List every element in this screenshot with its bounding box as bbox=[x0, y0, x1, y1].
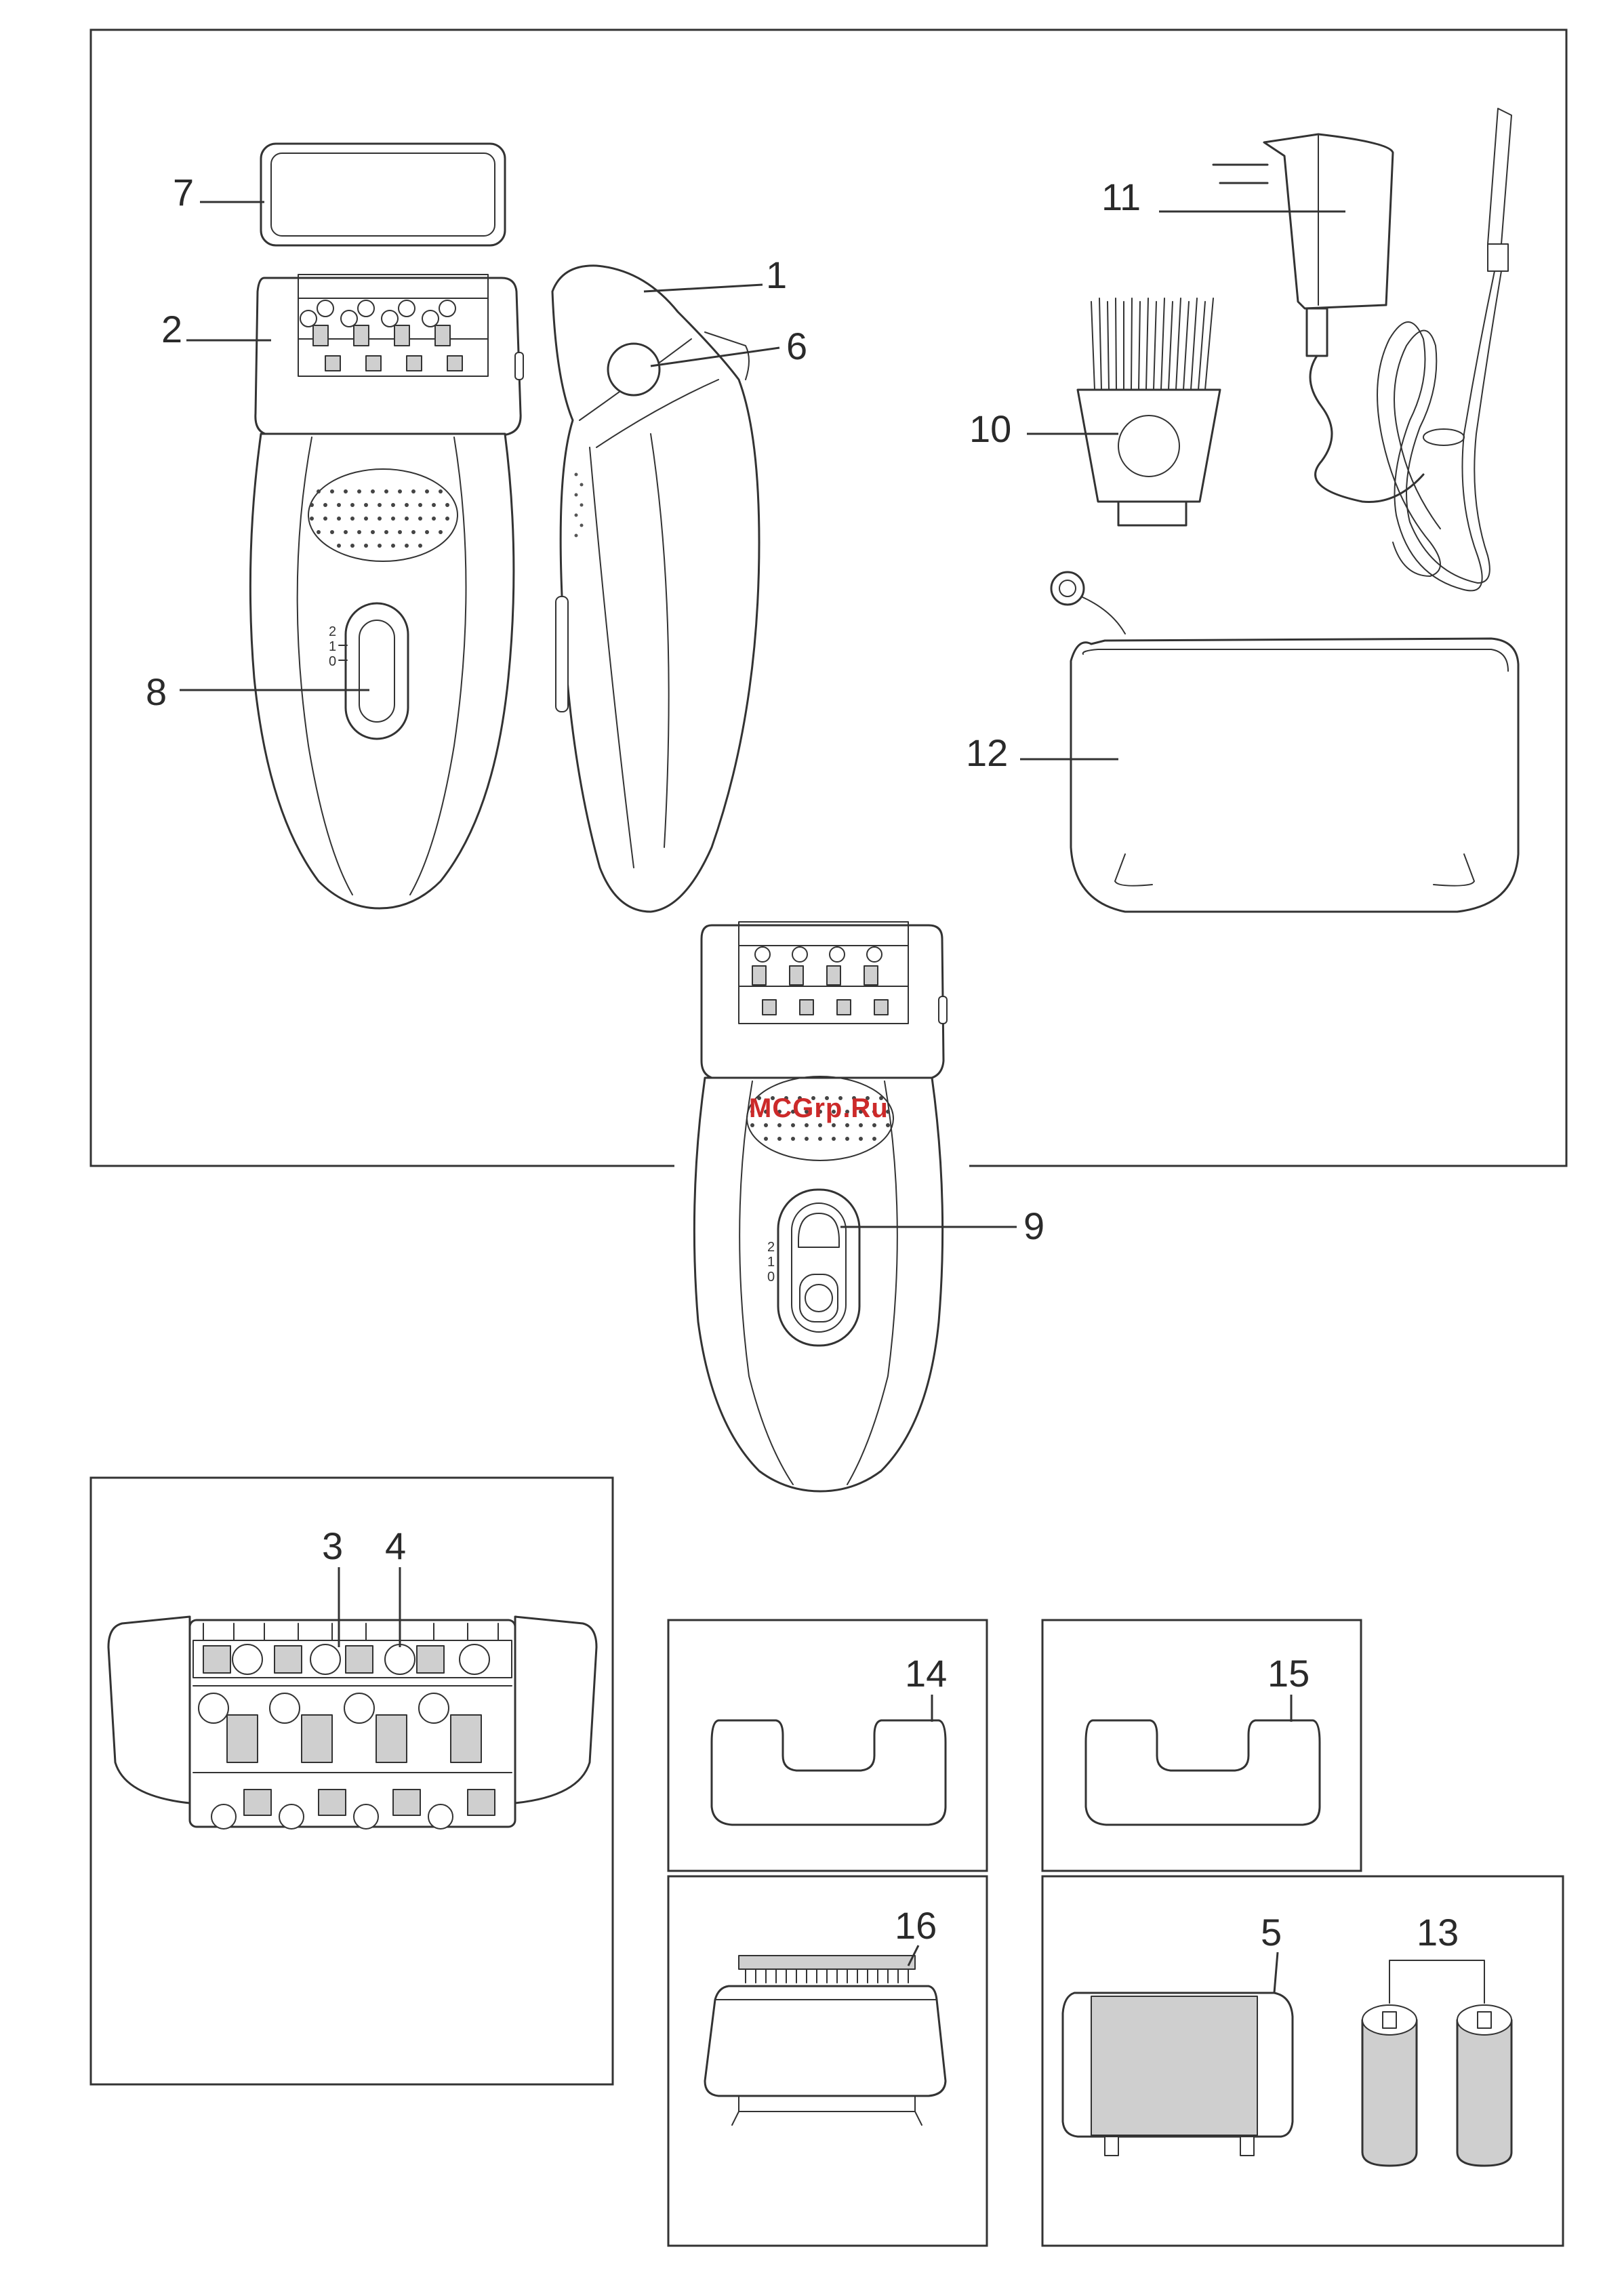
pouch-12 bbox=[1051, 572, 1518, 912]
switch-mark-0: 0 bbox=[329, 654, 336, 669]
label-11: 11 bbox=[1101, 176, 1141, 218]
label-9: 9 bbox=[1023, 1205, 1044, 1247]
shaver-head-16 bbox=[705, 1956, 946, 2125]
label-12: 12 bbox=[966, 731, 1008, 774]
epilator-front: 2 1 0 bbox=[250, 275, 523, 908]
label-7: 7 bbox=[173, 171, 194, 214]
label-2: 2 bbox=[161, 308, 182, 350]
label-6: 6 bbox=[786, 325, 807, 367]
label-16: 16 bbox=[895, 1904, 937, 1947]
epilator-face: MCGrp.Ru 2 1 0 bbox=[694, 922, 947, 1491]
switch-mark-1: 1 bbox=[329, 639, 336, 654]
label-3: 3 bbox=[322, 1524, 343, 1567]
charger-11 bbox=[1213, 108, 1511, 590]
cap-14 bbox=[712, 1720, 946, 1825]
switch-mark-2: 2 bbox=[329, 624, 336, 639]
epilator-side bbox=[552, 266, 759, 912]
cap-15 bbox=[1086, 1720, 1320, 1825]
peeling-attachment-5 bbox=[1063, 1993, 1293, 2156]
label-10: 10 bbox=[969, 407, 1011, 450]
cap-7 bbox=[261, 144, 505, 245]
switch-mark-2-face: 2 bbox=[767, 1240, 775, 1255]
label-15: 15 bbox=[1267, 1652, 1310, 1695]
epilator-head-detail bbox=[108, 1617, 596, 1829]
cleaning-brush-10 bbox=[1078, 298, 1220, 525]
switch-mark-0-face: 0 bbox=[767, 1270, 775, 1285]
rollers-13 bbox=[1362, 1960, 1511, 2166]
label-8: 8 bbox=[146, 670, 167, 713]
label-13: 13 bbox=[1417, 1911, 1459, 1954]
switch-mark-1-face: 1 bbox=[767, 1255, 775, 1270]
label-4: 4 bbox=[385, 1524, 406, 1567]
label-5: 5 bbox=[1261, 1911, 1282, 1954]
label-14: 14 bbox=[905, 1652, 947, 1695]
label-1: 1 bbox=[766, 254, 787, 296]
watermark: MCGrp.Ru bbox=[749, 1093, 889, 1123]
